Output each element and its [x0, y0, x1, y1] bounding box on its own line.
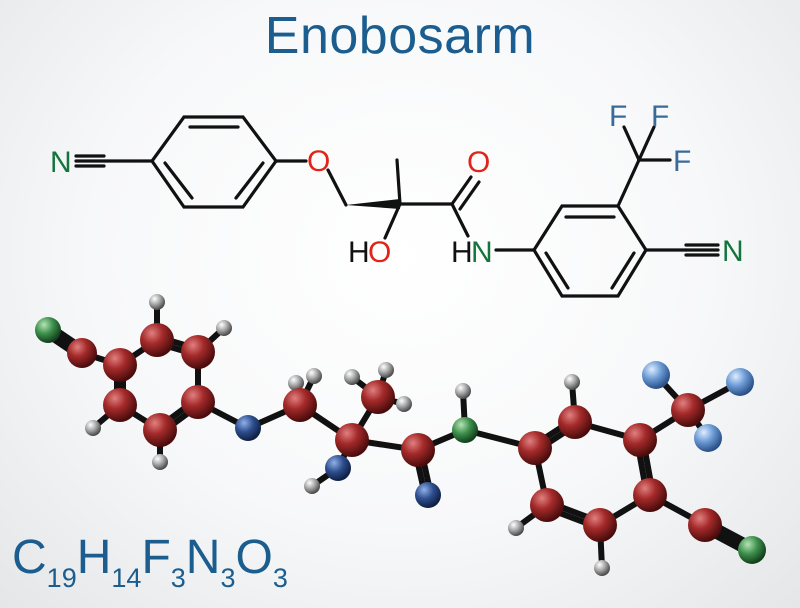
carbon-atom — [671, 393, 705, 427]
hydrogen-atom — [378, 362, 394, 378]
hydrogen-atom — [216, 320, 232, 336]
carbon-atom — [283, 388, 317, 422]
hydrogen-atom — [564, 374, 580, 390]
fluorine-atom — [642, 361, 670, 389]
carbon-atom — [140, 323, 174, 357]
hydrogen-atom — [288, 375, 304, 391]
carbon-atom — [361, 380, 395, 414]
hydrogen-atom — [152, 454, 168, 470]
formula-count: 14 — [111, 563, 142, 593]
hydrogen-atom — [85, 420, 101, 436]
carbon-atom — [181, 335, 215, 369]
oxygen-atom — [415, 482, 441, 508]
molecule-title: Enobosarm — [264, 7, 536, 65]
hydrogen-atom — [396, 396, 412, 412]
carbon-atom — [530, 488, 564, 522]
amide-n-label: N — [471, 236, 493, 269]
formula-count: 3 — [272, 563, 288, 593]
carbon-atom — [181, 385, 215, 419]
carbon-atom — [335, 423, 369, 457]
carbon-atom — [583, 508, 617, 542]
hydrogen-atom — [594, 560, 610, 576]
nitrile-n-left-label: N — [50, 146, 72, 179]
carbon-atom — [518, 431, 552, 465]
hydrogen-atom — [149, 294, 165, 310]
molecular-formula: C19H14F3N3O3 — [12, 530, 288, 593]
carbon-atom — [103, 348, 137, 382]
carbon-atom — [633, 478, 667, 512]
hydrogen-atom — [304, 478, 320, 494]
carbon-atom — [103, 388, 137, 422]
fluorine-label-3: F — [673, 145, 691, 178]
carbon-atom — [143, 413, 177, 447]
formula-count: 3 — [220, 563, 236, 593]
ether-oxygen-label: O — [307, 145, 330, 178]
fluorine-atom — [726, 368, 754, 396]
hydrogen-atom — [455, 383, 471, 399]
carbon-atom — [401, 433, 435, 467]
carbonyl-oxygen-label: O — [467, 146, 490, 179]
carbon-atom — [67, 338, 97, 368]
formula-element: C — [12, 531, 47, 584]
formula-element: O — [235, 531, 273, 584]
nitrogen-atom — [738, 536, 766, 564]
formula-count: 19 — [46, 563, 77, 593]
hydroxyl-h-label: H — [348, 236, 370, 269]
formula-element: H — [76, 531, 112, 584]
hydroxyl-o-label: O — [368, 236, 391, 269]
carbon-atom — [558, 405, 592, 439]
nitrile-n-right-label: N — [722, 235, 744, 268]
oxygen-atom — [325, 455, 351, 481]
fluorine-label-1: F — [609, 100, 627, 133]
hydrogen-atom — [344, 369, 360, 385]
hydrogen-atom — [508, 520, 524, 536]
formula-element: F — [141, 531, 171, 584]
hydrogen-atom — [306, 368, 322, 384]
fluorine-label-2: F — [651, 100, 669, 133]
oxygen-atom — [235, 415, 261, 441]
fluorine-atom — [694, 424, 722, 452]
nitrogen-atom — [452, 417, 478, 443]
formula-count: 3 — [170, 563, 186, 593]
formula-element: N — [185, 531, 221, 584]
carbon-atom — [688, 508, 722, 542]
carbon-atom — [623, 423, 657, 457]
nitrogen-atom — [35, 317, 61, 343]
amide-h-label: H — [451, 236, 473, 269]
